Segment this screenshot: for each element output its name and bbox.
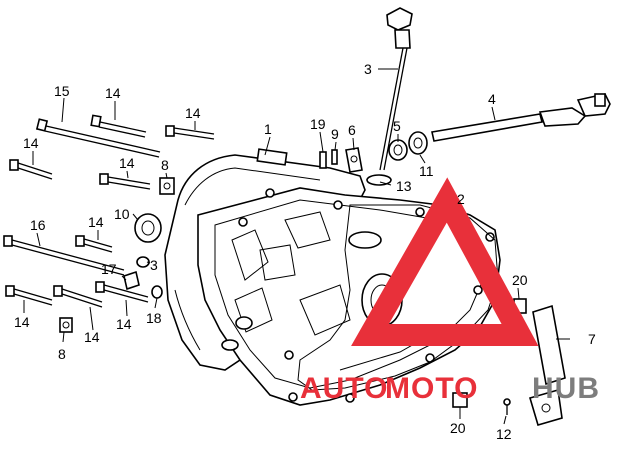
bolt-15 <box>35 118 161 158</box>
cover-plate-7 <box>529 304 566 426</box>
callout-14-h: 14 <box>116 316 132 332</box>
callout-11: 11 <box>419 163 434 179</box>
callout-14-b: 14 <box>185 105 201 121</box>
callout-6: 6 <box>348 122 356 138</box>
callout-7: 7 <box>588 331 596 347</box>
callout-10: 10 <box>114 206 130 222</box>
callout-14-c: 14 <box>23 135 39 151</box>
dowel-19 <box>319 151 327 169</box>
callout-19: 19 <box>310 116 326 132</box>
washer-18 <box>151 285 163 299</box>
bolt-12 <box>503 398 511 415</box>
oil-dipstick <box>366 7 413 186</box>
callout-14-e: 14 <box>88 214 104 230</box>
clip-8-lower <box>59 317 73 333</box>
oil-seal-5 <box>388 139 408 161</box>
callout-5: 5 <box>393 118 401 134</box>
washer-3 <box>136 256 150 268</box>
bracket-6 <box>345 147 363 173</box>
pin-9 <box>331 149 338 165</box>
callout-18: 18 <box>146 310 162 326</box>
bolt-14-g <box>53 285 103 308</box>
callout-17: 17 <box>101 261 117 277</box>
callout-14-a: 14 <box>105 85 121 101</box>
callout-13: 13 <box>396 178 412 194</box>
callout-14-g: 14 <box>84 329 100 345</box>
callout-3-washer: 3 <box>150 257 158 273</box>
callout-labels: 1 2 3 4 5 6 7 8 8 9 10 11 12 13 14 14 14… <box>14 61 596 442</box>
callout-20-upper: 20 <box>512 272 528 288</box>
callout-1: 1 <box>264 121 272 137</box>
bolt-14-c <box>9 159 53 180</box>
callout-12: 12 <box>496 426 512 442</box>
bolt-14-b <box>165 125 215 140</box>
cover-gasket <box>297 204 499 391</box>
callout-3: 3 <box>364 61 372 77</box>
callout-8-lower: 8 <box>58 346 66 362</box>
watermark-text-moto: MOTO <box>385 372 478 405</box>
callout-16: 16 <box>30 217 46 233</box>
callout-14-f: 14 <box>14 314 30 330</box>
bolt-14-d <box>99 173 151 190</box>
callout-2: 2 <box>457 191 465 207</box>
watermark-text-hub: HUB <box>532 372 600 405</box>
plate-17 <box>123 270 140 291</box>
clip-8-upper <box>159 177 175 195</box>
callout-14-d: 14 <box>119 155 135 171</box>
bolt-14-a <box>90 114 147 138</box>
kick-shaft-lever <box>431 93 611 142</box>
watermark-text-auto: AUTO <box>300 372 388 405</box>
callout-8-upper: 8 <box>161 157 169 173</box>
automotohub-watermark: AUTO MOTO HUB <box>300 177 600 405</box>
oil-seal-10 <box>134 213 162 243</box>
bolt-14-e <box>75 235 113 253</box>
oil-seal-11 <box>408 131 428 155</box>
bolt-14-h <box>95 281 149 303</box>
callout-15: 15 <box>54 83 70 99</box>
bolt-16 <box>3 235 125 276</box>
callout-20-lower: 20 <box>450 420 466 436</box>
bolt-14-f <box>5 285 53 306</box>
callout-4: 4 <box>488 91 496 107</box>
callout-9: 9 <box>331 126 339 142</box>
